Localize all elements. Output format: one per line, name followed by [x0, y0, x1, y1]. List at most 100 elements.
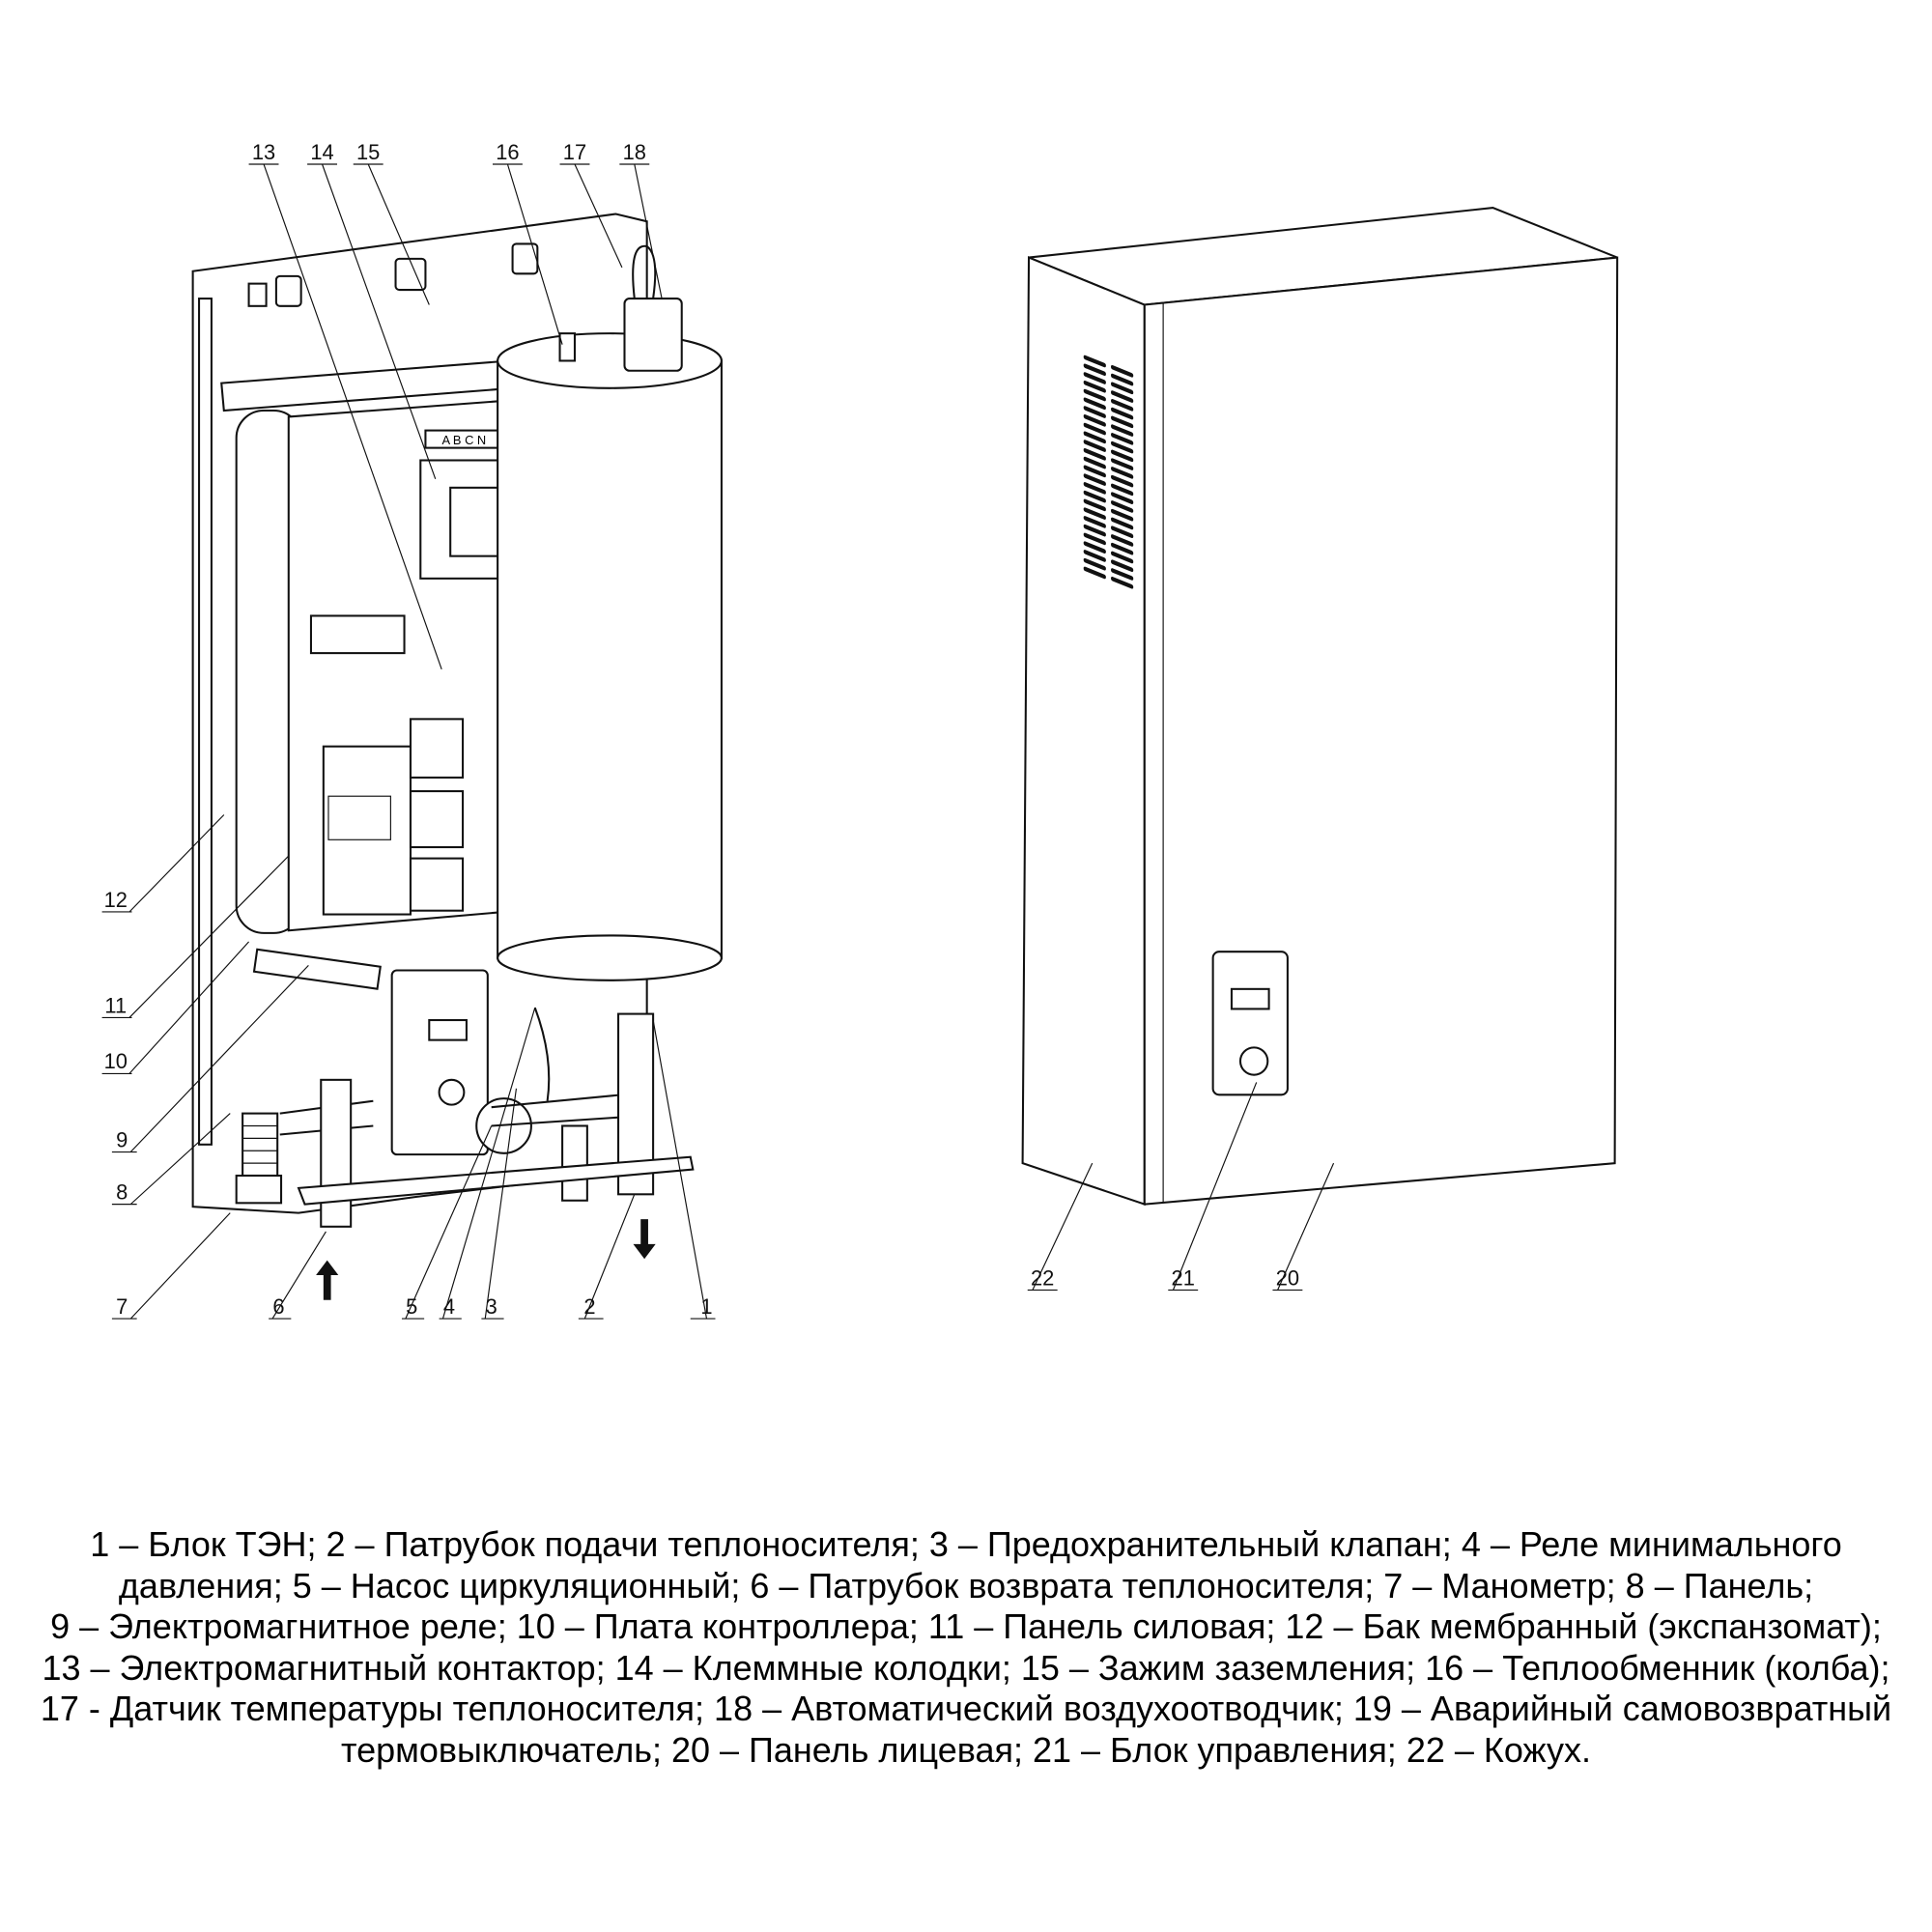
callout-9: 9 [116, 1127, 128, 1151]
callout-11: 11 [104, 993, 127, 1017]
vent-slot [1111, 542, 1134, 555]
vent-slot [1083, 355, 1106, 368]
callout-5: 5 [406, 1294, 417, 1319]
vent-slot [1111, 467, 1134, 479]
relay-bracket [252, 948, 382, 990]
vent-slot [1083, 363, 1106, 377]
manometer [235, 1174, 283, 1205]
pipe [533, 1007, 551, 1101]
vent-slot [1083, 431, 1106, 444]
display [1230, 987, 1270, 1010]
safety-valve-outlet [561, 1124, 588, 1202]
callout-18: 18 [623, 140, 646, 164]
vent-slot [1111, 407, 1134, 420]
callout-15: 15 [356, 140, 380, 164]
callout-13: 13 [252, 140, 275, 164]
heat-exchanger [497, 359, 723, 959]
vent-slot [1111, 364, 1134, 378]
vent-slot [1083, 541, 1106, 554]
vent-slot [1083, 566, 1106, 580]
vent-pipe [632, 244, 657, 299]
pump-window [428, 1018, 468, 1041]
control-unit [1211, 951, 1289, 1096]
vent-slot [1083, 413, 1106, 427]
callout-1: 1 [700, 1294, 712, 1319]
temperature-sensor [558, 332, 577, 362]
leader-20 [1272, 1162, 1335, 1292]
callout-8: 8 [116, 1179, 128, 1204]
callout-16: 16 [496, 140, 519, 164]
vent-slot [1083, 440, 1106, 452]
bottom-plate [297, 1155, 695, 1206]
callout-6: 6 [272, 1294, 284, 1319]
vent-slot [1083, 482, 1106, 495]
vent-slot [1083, 422, 1106, 436]
vent-slot [1111, 551, 1134, 564]
vent-slot [1083, 498, 1106, 512]
vent-slot [1111, 415, 1134, 429]
legend-caption: 1 – Блок ТЭН; 2 – Патрубок подачи теплон… [0, 1524, 1932, 1774]
control-knob [1238, 1046, 1269, 1076]
callout-10: 10 [104, 1049, 128, 1073]
vent-slot [1111, 373, 1134, 386]
caption-line: давления; 5 – Насос циркуляционный; 6 – … [118, 1565, 1814, 1605]
vent-slot [1111, 500, 1134, 513]
vent-slots [1083, 355, 1134, 589]
side-rail [198, 298, 213, 1146]
circulation-pump [390, 969, 489, 1156]
vent-slot [1083, 490, 1106, 503]
pump-knob [438, 1078, 466, 1106]
vent-slot [1083, 524, 1106, 537]
vent-slot [1111, 568, 1134, 581]
boiler-internal-view: A B C N [191, 213, 723, 1300]
vent-slot [1083, 448, 1106, 461]
vent-slot [1083, 465, 1106, 478]
vent-slot [1083, 372, 1106, 384]
vent-slot [1083, 406, 1106, 418]
vent-slot [1111, 382, 1134, 395]
left-callouts [101, 163, 716, 1320]
callout-3: 3 [486, 1294, 497, 1319]
terminal-marking: A B C N [441, 433, 486, 447]
vent-slot [1111, 458, 1134, 470]
callout-4: 4 [443, 1294, 455, 1319]
vent-slot [1083, 456, 1106, 469]
pipe [491, 1094, 623, 1127]
slot [511, 242, 539, 275]
vent-slot [1083, 380, 1106, 393]
slot [247, 282, 268, 307]
vent-slot [1111, 399, 1134, 412]
vent-slot [1111, 576, 1134, 589]
vent-slot [1111, 474, 1134, 488]
vent-slot [1111, 559, 1134, 573]
vent-slot [1111, 517, 1134, 530]
manometer-spring [242, 1112, 279, 1178]
arrow-down-icon [633, 1219, 656, 1260]
vent-slot [1083, 397, 1106, 411]
caption-line: 1 – Блок ТЭН; 2 – Патрубок подачи теплон… [90, 1524, 1842, 1564]
callout-12: 12 [104, 888, 128, 912]
callout-21: 21 [1172, 1265, 1195, 1290]
callout-14: 14 [310, 140, 333, 164]
vent-slot [1083, 507, 1106, 520]
vent-slot [1111, 424, 1134, 437]
callout-20: 20 [1276, 1265, 1299, 1290]
vent-slot [1083, 550, 1106, 562]
vent-slot [1111, 526, 1134, 538]
caption-line: 13 – Электромагнитный контактор; 14 – Кл… [42, 1647, 1890, 1688]
air-vent [623, 298, 683, 372]
vent-slot [1083, 516, 1106, 528]
vent-slot [1083, 473, 1106, 486]
vent-slot [1111, 433, 1134, 445]
vent-slot [1111, 483, 1134, 497]
caption-line: 17 - Датчик температуры теплоносителя; 1… [40, 1689, 1892, 1728]
vent-slot [1111, 534, 1134, 547]
slot [274, 274, 302, 307]
vent-slot [1083, 532, 1106, 546]
relay [409, 790, 465, 849]
vent-slot [1111, 492, 1134, 504]
relay [409, 857, 465, 912]
vent-slot [1083, 557, 1106, 571]
vent-slot [1111, 440, 1134, 454]
board-chip [327, 795, 391, 840]
